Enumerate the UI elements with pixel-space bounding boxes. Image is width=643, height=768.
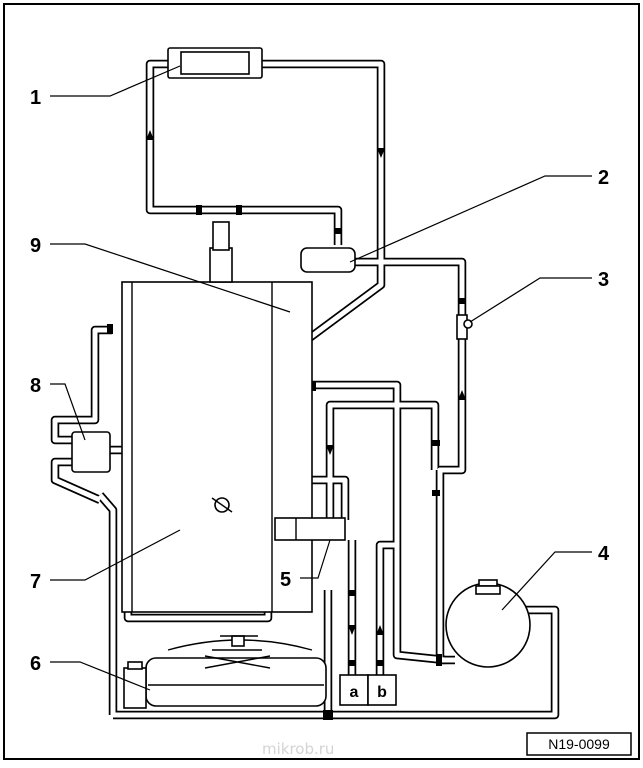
coolant-pump [274,517,346,541]
radiator-fan [204,635,271,669]
temperature-sender [456,314,473,340]
port-b-label: b [377,684,387,701]
engine-block [121,221,313,613]
port-a-box: a [339,674,369,706]
oil-cooler [71,431,111,473]
heater-heat-exchanger [167,47,263,79]
flow-arrow-down [326,445,334,455]
callout-3: 3 [598,269,609,291]
callout-5: 5 [280,569,291,591]
diagram-frame [3,3,640,760]
flow-arrow-down [377,148,385,158]
thermostat-connector [211,497,233,513]
flow-arrow-up [458,390,466,400]
callout-9: 9 [30,235,41,257]
coolant-valve [300,247,356,273]
radiator [123,639,327,709]
expansion-tank [445,579,531,668]
reference-code: N19-0099 [548,736,610,752]
callout-4: 4 [598,543,610,565]
flow-arrow-down [348,625,356,635]
callout-7: 7 [30,571,41,593]
flow-arrow-up [146,130,154,140]
port-b-box: b [367,674,397,706]
callout-1: 1 [30,87,41,109]
callout-8: 8 [30,375,41,397]
callouts: 1 2 3 4 5 6 7 8 9 [30,65,610,691]
callout-6: 6 [30,653,41,675]
watermark: mikrob.ru [262,740,334,758]
reference-code-box: N19-0099 [526,732,632,756]
port-a-label: a [350,684,359,701]
callout-2: 2 [598,167,609,189]
flow-arrow-up [376,625,384,635]
